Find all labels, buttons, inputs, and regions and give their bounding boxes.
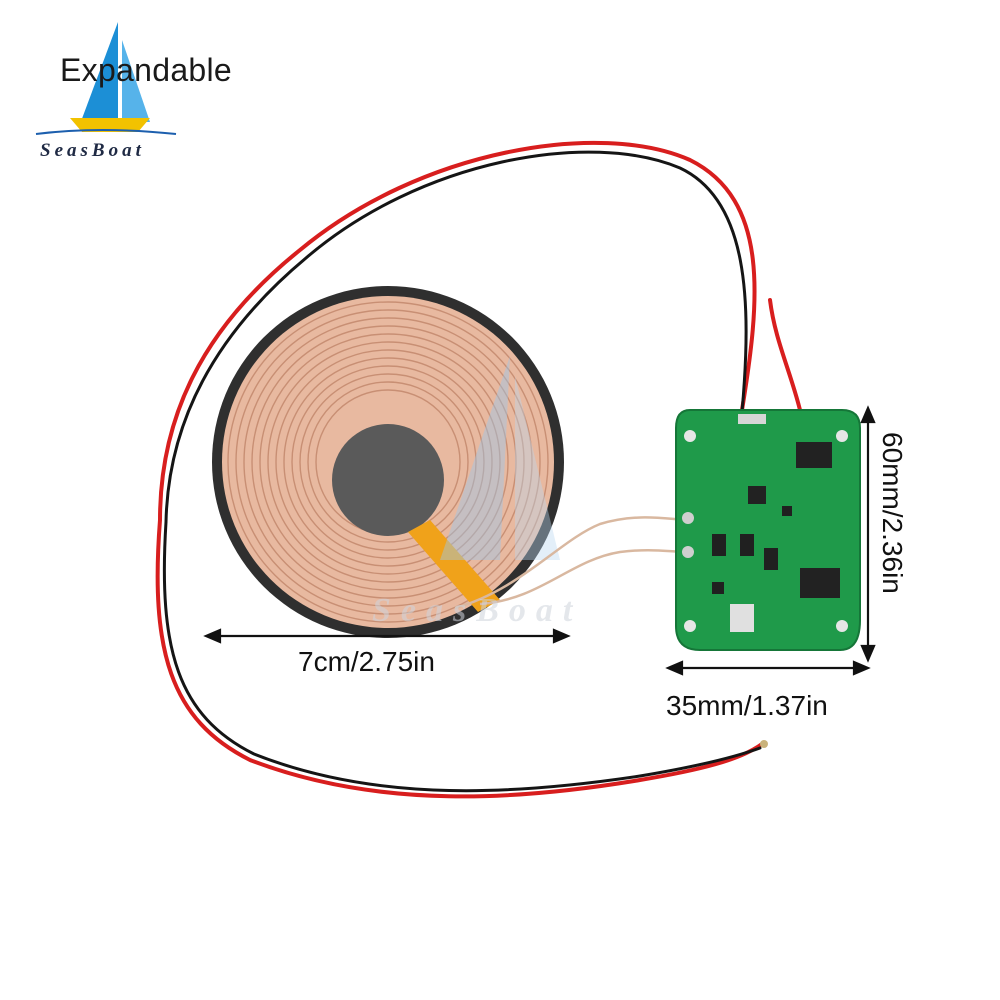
- pcb-height-label: 60mm/2.36in: [877, 432, 908, 594]
- red-wire: [155, 140, 764, 799]
- charging-coil: [212, 286, 564, 638]
- sailboat-logo-icon: [35, 22, 177, 135]
- flex-tape: [408, 520, 500, 612]
- red-wire-to-pcb: [768, 298, 802, 412]
- dimension-arrows: [203, 405, 876, 676]
- receiver-pcb: [675, 409, 861, 651]
- black-wire: [162, 150, 762, 793]
- page-title: Expandable: [60, 52, 233, 88]
- ferrite-core: [332, 424, 444, 536]
- coil-width-label: 7cm/2.75in: [298, 646, 435, 677]
- coil-leads: [454, 516, 691, 610]
- brand-name: SeasBoat: [40, 140, 145, 161]
- pcb-width-label: 35mm/1.37in: [666, 690, 828, 721]
- watermark-text: SeasBoat: [372, 592, 583, 629]
- wire-end: [760, 740, 768, 748]
- wire-pair: [155, 140, 802, 799]
